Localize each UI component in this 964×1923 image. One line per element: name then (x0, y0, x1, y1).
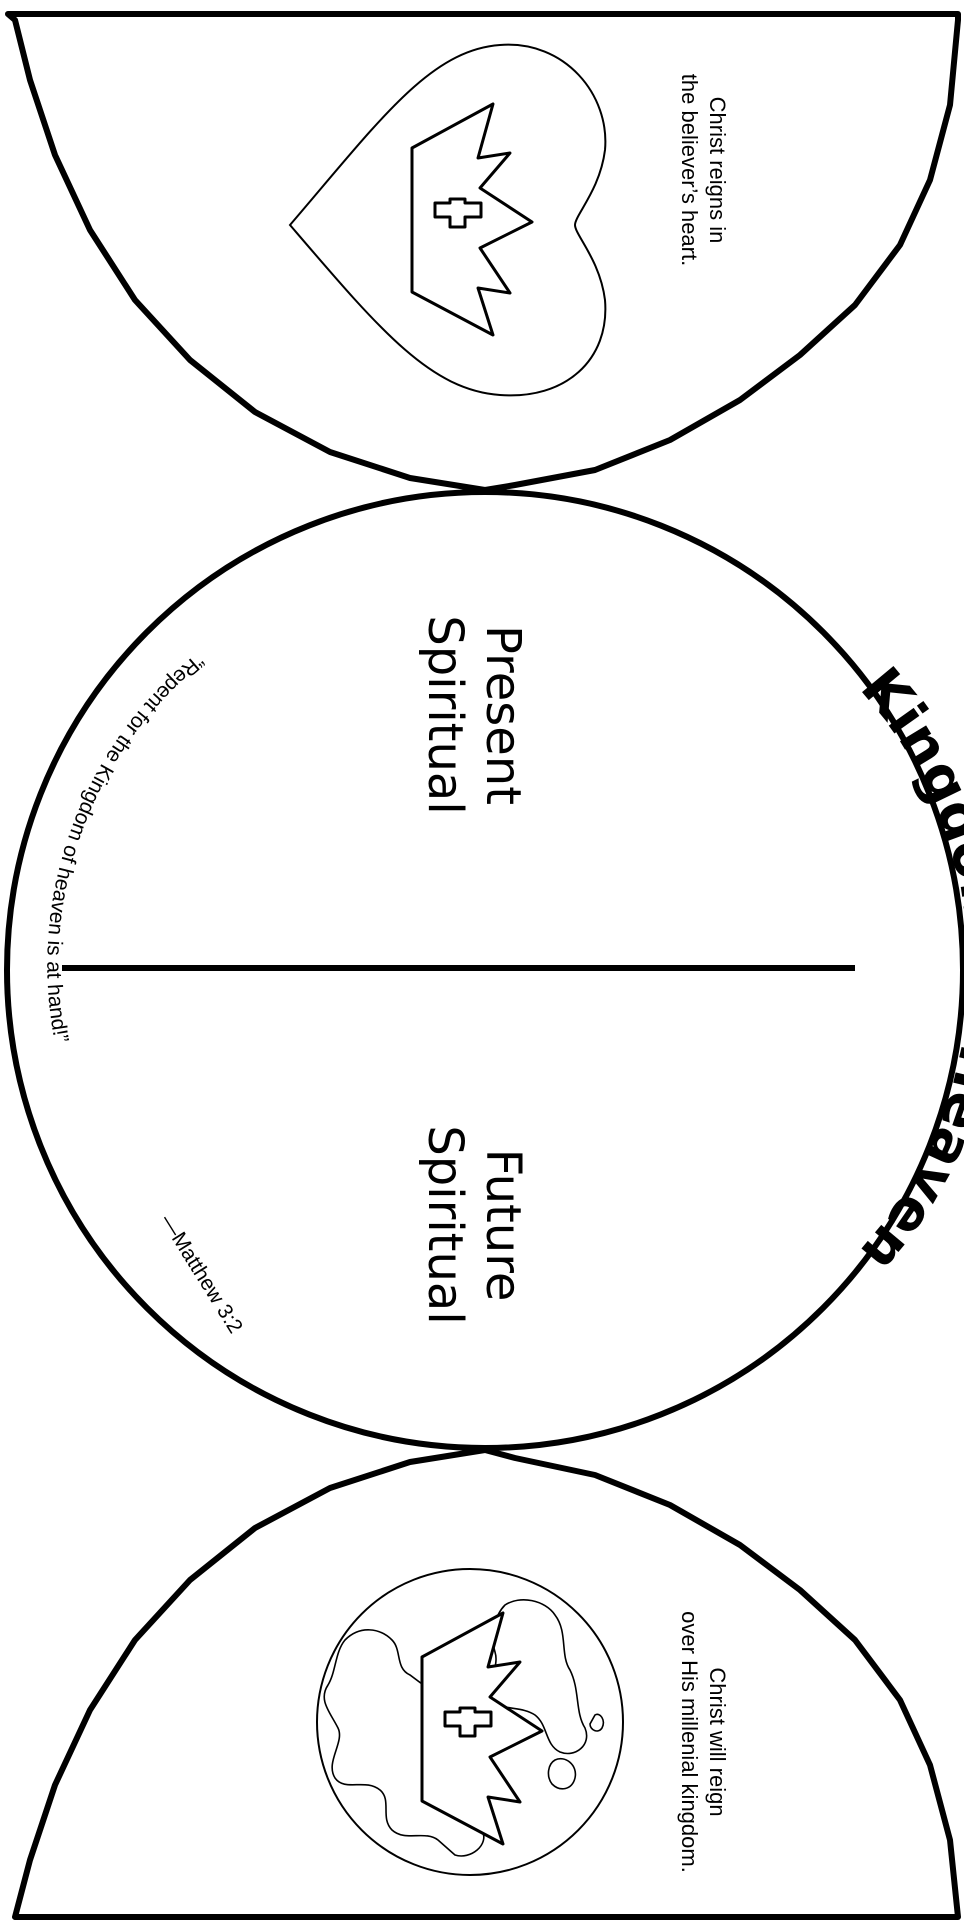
present-spiritual-word: Spiritual (417, 615, 473, 814)
top-caption: Christ reigns in the believer’s heart. (677, 74, 730, 266)
crown-icon (422, 1613, 542, 1844)
bottom-caption-line1: Christ will reign (705, 1667, 730, 1816)
cross-icon (435, 199, 481, 227)
bottom-caption: Christ will reign over His millenial kin… (677, 1611, 730, 1873)
top-caption-line1: Christ reigns in (705, 97, 730, 244)
center-disc: Kingdom of Heaven Present Spiritual Futu… (7, 492, 964, 1448)
future-spiritual-word: Spiritual (417, 1125, 473, 1324)
present-word: Present (475, 625, 531, 805)
bottom-flap: Christ will reign over His millenial kin… (15, 1450, 958, 1917)
crown-icon (412, 104, 532, 335)
future-word: Future (475, 1149, 531, 1302)
bottom-caption-line2: over His millenial kingdom. (677, 1611, 702, 1873)
top-caption-line2: the believer’s heart. (677, 74, 702, 266)
heart-icon (290, 45, 605, 396)
top-flap: Christ reigns in the believer’s heart. (8, 14, 958, 490)
